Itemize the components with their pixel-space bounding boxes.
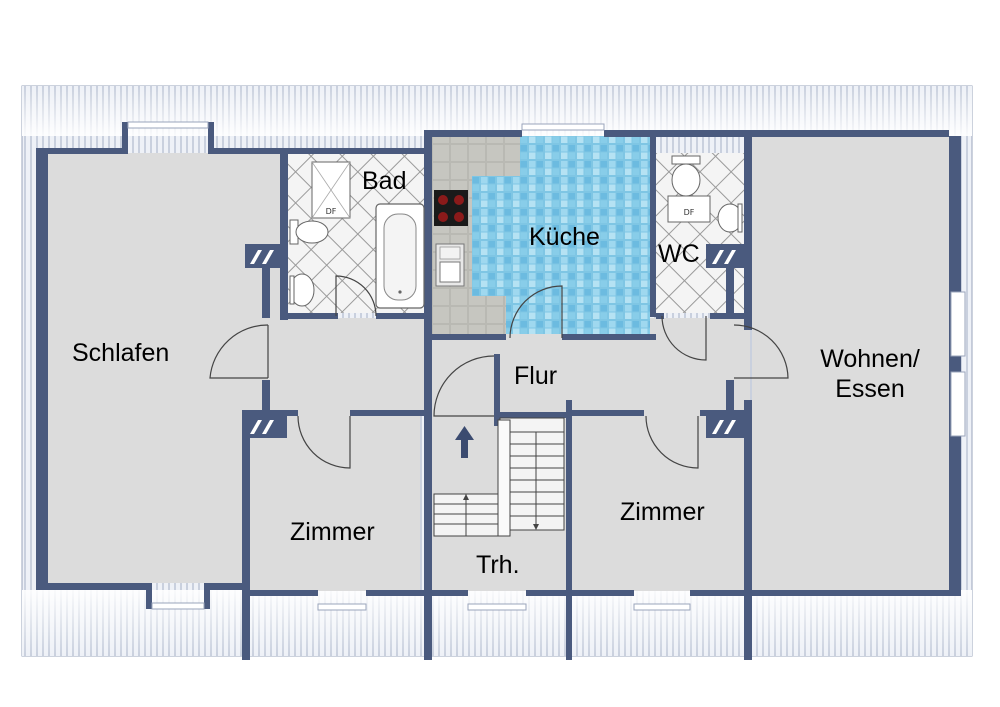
room-label-wohnen-line1: Wohnen/ — [820, 345, 920, 373]
room-label-schlafen: Schlafen — [72, 339, 170, 367]
floors — [48, 136, 949, 591]
room-label-flur: Flur — [514, 362, 558, 390]
skylight-label: DF — [326, 207, 337, 216]
bathtub-icon — [375, 203, 425, 309]
room-label-wohnen: Wohnen/ Essen — [820, 344, 920, 404]
walls — [36, 122, 961, 660]
room-label-zimmer-right: Zimmer — [620, 498, 705, 526]
room-label-wohnen-line2: Essen — [835, 375, 905, 403]
windows — [127, 121, 966, 611]
room-label-wc: WC — [658, 240, 700, 268]
staircase-icon — [433, 417, 565, 537]
stove-icon — [434, 190, 468, 226]
skylight-label: DF — [684, 208, 695, 217]
washbasin-icon — [289, 273, 315, 307]
up-arrow-icon — [455, 426, 474, 458]
skylight-icon: DF — [667, 195, 711, 223]
sink-icon — [435, 243, 465, 287]
room-label-zimmer-left: Zimmer — [290, 518, 375, 546]
washbasin-icon — [717, 203, 743, 233]
chimney-markers — [250, 250, 736, 434]
toilet-icon — [671, 155, 701, 197]
skylight-icon: DF — [311, 161, 351, 219]
room-label-treppenhaus: Trh. — [476, 551, 520, 579]
toilet-icon — [289, 219, 329, 245]
room-label-kueche: Küche — [529, 223, 600, 251]
door-swings — [209, 275, 789, 469]
room-label-bad: Bad — [362, 167, 407, 195]
